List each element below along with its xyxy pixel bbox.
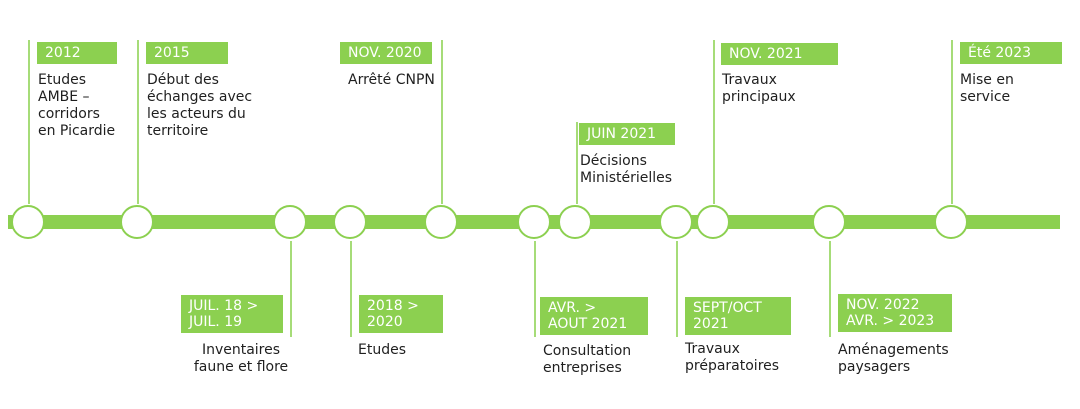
connector-line bbox=[290, 241, 292, 337]
timeline-node bbox=[424, 205, 458, 239]
timeline-node bbox=[273, 205, 307, 239]
timeline-node bbox=[812, 205, 846, 239]
connector-line bbox=[676, 241, 678, 337]
milestone-date: NOV. 2020 bbox=[340, 42, 432, 64]
timeline-node bbox=[934, 205, 968, 239]
milestone-description: Début des échanges avec les acteurs du t… bbox=[147, 72, 253, 139]
milestone-description: Travaux principaux bbox=[722, 72, 796, 105]
milestone-date: JUIN 2021 bbox=[579, 123, 675, 145]
connector-line bbox=[137, 40, 139, 204]
milestone-date: 2018 > 2020 bbox=[359, 295, 443, 333]
milestone-date: NOV. 2021 bbox=[721, 43, 838, 65]
milestone-description: Mise en service bbox=[960, 72, 1014, 105]
timeline-node bbox=[659, 205, 693, 239]
milestone-description: Consultation entreprises bbox=[543, 343, 632, 376]
milestone-date: NOV. 2022 AVR. > 2023 bbox=[838, 294, 952, 332]
connector-line bbox=[951, 40, 953, 204]
milestone-date: JUIL. 18 > JUIL. 19 bbox=[181, 295, 283, 333]
timeline-node bbox=[696, 205, 730, 239]
milestone-description: Etudes bbox=[358, 342, 407, 358]
connector-line bbox=[576, 122, 578, 204]
connector-line bbox=[534, 241, 536, 337]
milestone-date: Été 2023 bbox=[960, 42, 1062, 64]
timeline-node bbox=[11, 205, 45, 239]
timeline-node bbox=[558, 205, 592, 239]
milestone-date: 2015 bbox=[146, 42, 228, 64]
connector-line bbox=[829, 241, 831, 337]
milestone-date: 2012 bbox=[37, 42, 117, 64]
milestone-description: Aménagements paysagers bbox=[838, 342, 949, 375]
milestone-date: SEPT/OCT 2021 bbox=[685, 297, 791, 335]
timeline-node bbox=[333, 205, 367, 239]
milestone-description: Arrêté CNPN bbox=[348, 72, 435, 88]
connector-line bbox=[350, 241, 352, 337]
milestone-description: Inventaires faune et flore bbox=[193, 342, 289, 375]
milestone-description: Décisions Ministérielles bbox=[580, 153, 673, 186]
connector-line bbox=[441, 40, 443, 204]
timeline-node bbox=[517, 205, 551, 239]
connector-line bbox=[28, 40, 30, 204]
milestone-description: Travaux préparatoires bbox=[685, 341, 780, 374]
connector-line bbox=[713, 40, 715, 204]
timeline-node bbox=[120, 205, 154, 239]
milestone-description: Etudes AMBE – corridors en Picardie bbox=[38, 72, 116, 139]
milestone-date: AVR. > AOUT 2021 bbox=[540, 297, 648, 335]
